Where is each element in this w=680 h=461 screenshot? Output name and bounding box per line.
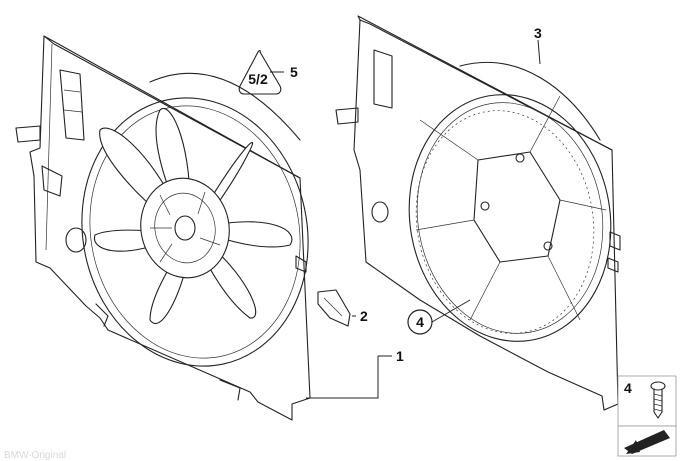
fan-hub <box>140 177 230 279</box>
screw-detail-box <box>617 375 677 427</box>
callout-2: 2 <box>360 308 368 324</box>
arrow-icon-box <box>617 425 677 457</box>
callout-4-box: 4 <box>624 380 632 396</box>
callout-1: 1 <box>396 348 404 364</box>
bracket-part-2 <box>317 289 351 327</box>
callout-5: 5 <box>290 64 298 80</box>
fan-shroud-right <box>335 15 621 411</box>
callout-4-circled: 4 <box>416 314 424 330</box>
warning-label-part-5: 5/2 <box>238 49 282 95</box>
callout-3: 3 <box>534 25 542 41</box>
callout-4-circle <box>407 309 433 335</box>
watermark: BMW-Original <box>4 450 66 461</box>
leader-lines <box>270 39 541 399</box>
fan-shroud-assembly-left <box>15 35 311 421</box>
warning-symbol-text: 5/2 <box>248 71 268 87</box>
